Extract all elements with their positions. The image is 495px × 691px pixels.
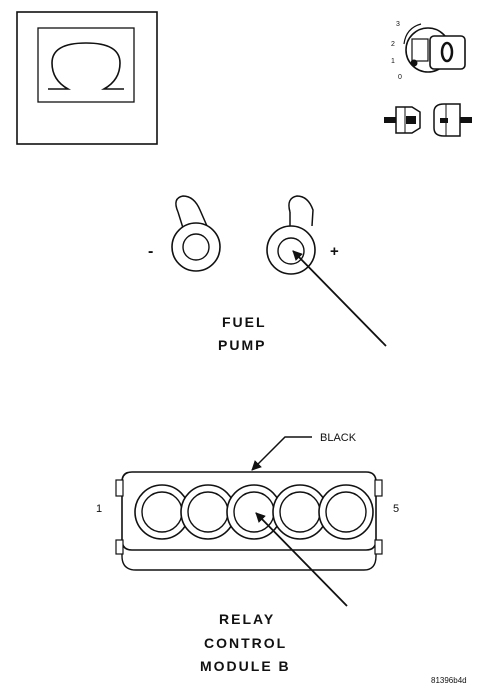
relay-label-line1: RELAY (219, 611, 275, 627)
black-wire-leader (251, 436, 312, 471)
terminal-positive-label: + (330, 243, 339, 260)
cavity-5 (318, 484, 374, 540)
ignition-position-1: 1 (391, 58, 395, 65)
relay-module-connector (115, 471, 383, 571)
ignition-position-0: 0 (398, 74, 402, 81)
cavity-1 (134, 484, 190, 540)
ignition-position-2: 2 (391, 41, 395, 48)
figure-id: 81396b4d (431, 676, 467, 685)
connector-disconnected-icon (384, 103, 472, 137)
pin-1-label: 1 (96, 503, 102, 515)
probe-arrow-relay (255, 512, 348, 607)
fuel-pump-terminal-positive (266, 195, 316, 275)
relay-label-line2: CONTROL (204, 635, 287, 651)
terminal-negative-label: - (148, 243, 153, 260)
fuel-pump-connector: - + (148, 195, 339, 275)
ohm-symbol-icon (48, 42, 124, 90)
black-wire-label: BLACK (320, 432, 357, 444)
probe-arrow-fuel-pump (292, 250, 387, 347)
pin-5-label: 5 (393, 503, 399, 515)
ignition-position-3: 3 (396, 21, 400, 28)
cavity-2 (180, 484, 236, 540)
fuel-pump-terminal-negative (171, 195, 221, 272)
relay-label-line3: MODULE B (200, 658, 291, 674)
ignition-key-icon: 3 2 1 0 (391, 21, 466, 81)
ohmmeter-panel (16, 11, 158, 145)
fuel-pump-label-line2: PUMP (218, 337, 266, 353)
fuel-pump-label-line1: FUEL (222, 314, 267, 330)
cavity-4 (272, 484, 328, 540)
